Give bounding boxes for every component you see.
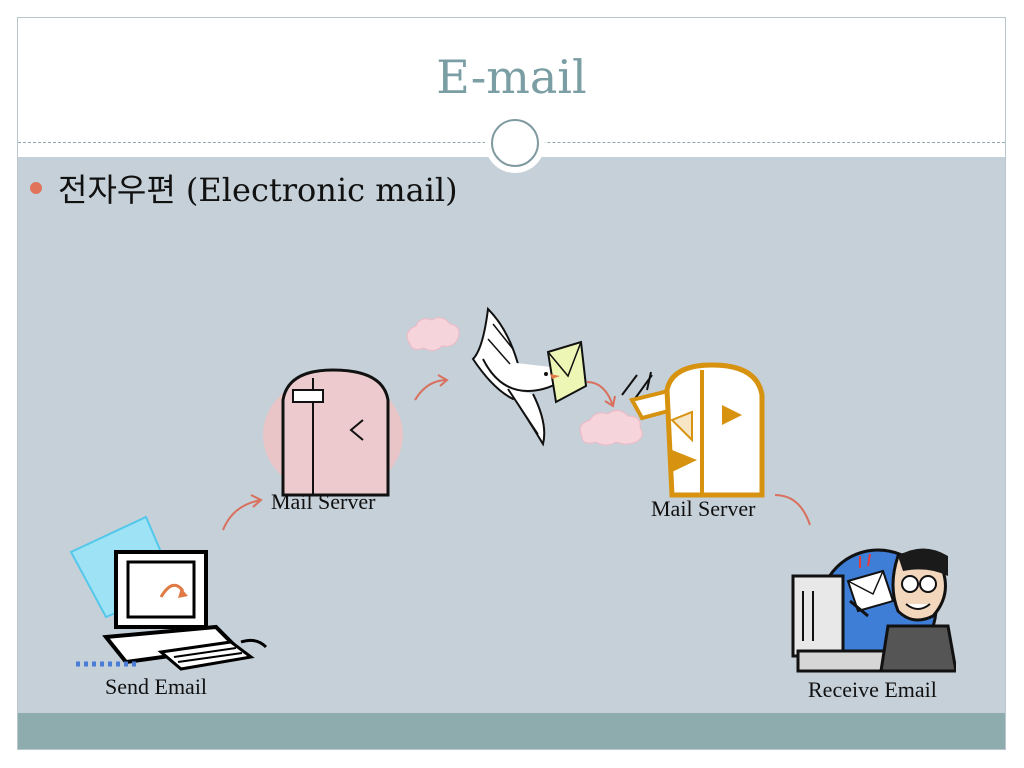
cloud-icon [406, 317, 460, 352]
slide-title: E-mail [436, 50, 587, 104]
bullet-text: 전자우편 (Electronic mail) [58, 171, 458, 209]
arrow-to-receiver-icon [774, 494, 811, 526]
divider-circle-ornament [485, 113, 545, 173]
receiver-person-icon [791, 548, 956, 673]
send-email-label: Send Email [105, 674, 208, 699]
cloud-icon [579, 410, 643, 446]
bullet-item: 전자우편 (Electronic mail) [30, 165, 458, 211]
arrow-to-server-icon [222, 494, 263, 531]
outgoing-mailbox-icon [263, 368, 403, 497]
incoming-mailbox-icon [621, 362, 765, 498]
receiver-server-label: Mail Server [651, 496, 756, 521]
sender-computer-icon [69, 515, 268, 671]
sender-server-label: Mail Server [271, 489, 376, 514]
bullet-dot-icon [30, 182, 42, 194]
carrier-pigeon-icon [471, 306, 588, 447]
arrow-to-inbox-icon [586, 381, 616, 408]
receive-email-label: Receive Email [808, 677, 937, 702]
arrow-to-pigeon-icon [414, 374, 449, 401]
footer-bar [18, 713, 1005, 749]
divider-circle-inner [491, 119, 539, 167]
